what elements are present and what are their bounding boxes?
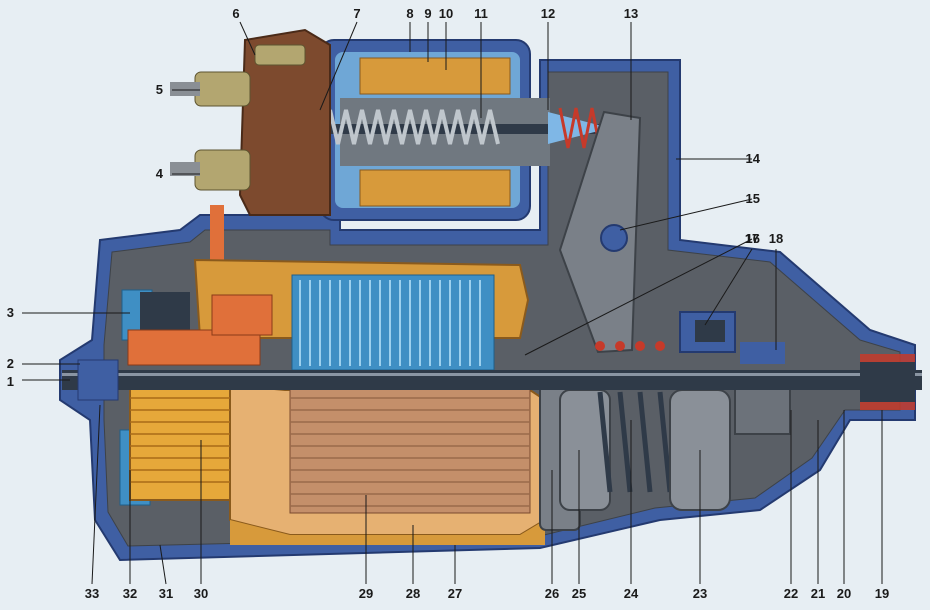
callout-label-23: 23 [693,586,707,601]
callout-label-20: 20 [837,586,851,601]
callout-label-24: 24 [624,586,639,601]
pole-lamination [299,280,481,366]
terminal-nut-lower [170,149,251,191]
drive-lever [558,110,642,354]
callout-label-5: 5 [156,82,163,97]
leader-line-33 [91,404,101,585]
callout-label-31: 31 [159,586,173,601]
callout-label-19: 19 [875,586,889,601]
callout-label-27: 27 [448,586,462,601]
stop-ring [679,311,736,353]
rear-cover-boss [77,359,119,401]
clutch-spring [597,391,673,493]
shaft-highlight [62,373,922,376]
front-bushing-core [860,362,915,402]
callout-label-6: 6 [232,6,239,21]
callout-label-32: 32 [123,586,137,601]
callout-label-11: 11 [474,6,488,21]
leader-line-31 [159,544,167,585]
armature [229,383,546,545]
lever-pivot [600,224,628,252]
callout-label-33: 33 [85,586,99,601]
return-spring [558,107,602,149]
callout-label-1: 1 [7,374,14,389]
callout-label-16: 16 [746,231,760,246]
callout-label-4: 4 [156,166,164,181]
callout-label-14: 14 [746,151,761,166]
callout-label-8: 8 [406,6,413,21]
leader-line-15 [619,198,753,231]
leader-line-16 [524,238,753,356]
callout-label-13: 13 [624,6,638,21]
solenoid-coil-bottom [359,169,511,207]
commutator [129,384,231,501]
callout-label-25: 25 [572,586,586,601]
drive-spring [595,341,665,351]
callout-label-18: 18 [769,231,783,246]
callout-label-7: 7 [353,6,360,21]
callout-label-30: 30 [194,586,208,601]
callout-label-21: 21 [811,586,825,601]
callout-label-3: 3 [7,305,14,320]
armature-lamination [290,397,530,507]
solenoid-rod [290,124,630,134]
leader-line-6 [239,21,256,56]
terminal-nut-upper [170,71,251,107]
callout-label-22: 22 [784,586,798,601]
callout-label-28: 28 [406,586,420,601]
callout-label-10: 10 [439,6,453,21]
plunger-spring [328,109,500,145]
callout-label-29: 29 [359,586,373,601]
callout-label-2: 2 [7,356,14,371]
leader-line-17 [704,248,753,326]
callout-label-26: 26 [545,586,559,601]
callout-label-12: 12 [541,6,555,21]
leader-line-7 [319,21,358,111]
callout-label-9: 9 [424,6,431,21]
solenoid-coil-top [359,57,511,95]
callout-label-15: 15 [746,191,760,206]
pinion-gear [734,381,791,435]
pole-shoe [291,274,495,371]
callout-label-17: 17 [745,231,759,246]
terminal-block [170,28,331,265]
solenoid [290,39,630,221]
